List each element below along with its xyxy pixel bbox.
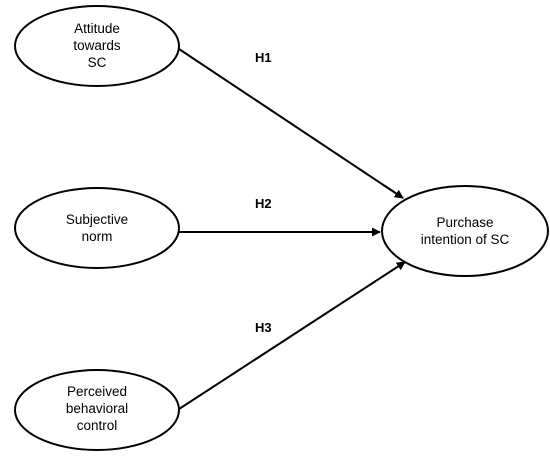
subjective-norm-line-2: norm xyxy=(81,229,113,244)
attitude-line-2: towards xyxy=(73,38,121,53)
purchase-intention-node xyxy=(381,185,549,277)
h2-label: H2 xyxy=(255,196,272,211)
arrow-h1 xyxy=(175,46,404,199)
attitude-line-3: SC xyxy=(87,55,107,70)
perceived-behavioral-control-label: Perceived behavioral control xyxy=(37,383,157,434)
purchase-line-2: intention of SC xyxy=(420,232,510,247)
attitude-towards-sc-label: Attitude towards SC xyxy=(37,20,157,71)
attitude-towards-sc-node xyxy=(14,5,180,87)
perceived-line-3: control xyxy=(76,418,118,433)
perceived-line-2: behavioral xyxy=(65,401,129,416)
purchase-line-1: Purchase xyxy=(436,215,494,230)
perceived-line-1: Perceived xyxy=(66,384,128,399)
h1-label: H1 xyxy=(255,50,272,65)
purchase-intention-label: Purchase intention of SC xyxy=(395,214,535,248)
attitude-line-1: Attitude xyxy=(74,21,120,36)
subjective-norm-label: Subjective norm xyxy=(37,211,157,245)
h3-label: H3 xyxy=(255,320,272,335)
perceived-behavioral-control-node xyxy=(14,369,180,451)
subjective-norm-node xyxy=(14,187,180,269)
subjective-norm-line-1: Subjective xyxy=(65,212,129,227)
arrow-h3 xyxy=(175,261,406,412)
